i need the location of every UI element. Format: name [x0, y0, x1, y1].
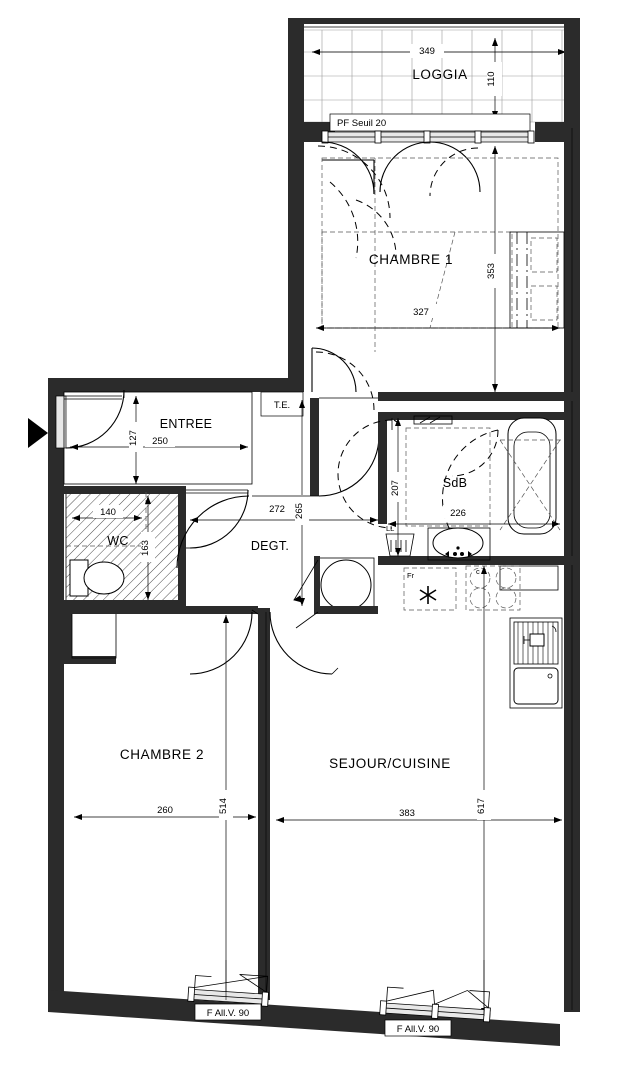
snowflake-icon — [419, 586, 437, 604]
cabinet-leader — [293, 559, 319, 629]
window-right-label: F All.V. 90 — [397, 1024, 439, 1035]
dimension-degt-width: 272 — [190, 501, 378, 523]
dimension-text-loggia-width: 349 — [419, 46, 435, 57]
room-label-wc: WC — [107, 534, 128, 548]
window-left-label: F All.V. 90 — [207, 1008, 249, 1019]
dimension-sdb-height: 207 — [390, 418, 405, 556]
entrance-arrow-marker — [28, 418, 48, 448]
window-leader-lines — [225, 960, 485, 1016]
fridge-label: Fr — [407, 571, 415, 580]
dimension-text-wc-height: 163 — [140, 540, 151, 556]
loggia-door-assembly: PF Seuil 20 — [317, 113, 535, 219]
dimension-chambre1-width: 327 — [316, 304, 560, 331]
sdb-area: SdB — [337, 392, 580, 591]
room-label-sdb: SdB — [443, 476, 468, 490]
svg-text:c: c — [476, 567, 480, 576]
round-cabinet — [314, 556, 378, 614]
dimension-text-chambre1-width: 327 — [413, 307, 429, 318]
chambre2-door[interactable] — [189, 609, 259, 675]
dimension-text-degt-height: 265 — [294, 503, 305, 519]
dimension-text-sdb-height: 207 — [390, 480, 401, 496]
dimension-entree-width: 250 — [70, 434, 248, 450]
room-label-chambre2: CHAMBRE 2 — [120, 747, 204, 762]
window-right-assembly: F All.V. 90 — [379, 986, 491, 1037]
dimension-text-chambre2-width: 260 — [157, 805, 173, 816]
te-closet: T.E. — [260, 391, 304, 417]
dimension-text-wc-width: 140 — [100, 507, 116, 518]
dimension-wc-height: 163 — [140, 496, 155, 600]
sdb-shelf — [413, 415, 453, 425]
dimension-loggia-height: 110 — [486, 38, 502, 119]
room-label-entree: ENTREE — [160, 417, 213, 431]
pf-seuil-label: PF Seuil 20 — [337, 118, 386, 129]
chambre1-area: CHAMBRE 1 327 353 — [311, 146, 565, 411]
dimension-text-chambre1-height: 353 — [486, 263, 497, 279]
entree-area: ENTREE 250 127 T.E. — [28, 389, 304, 485]
toilet-fixture — [69, 559, 125, 597]
entree-outline — [63, 391, 253, 485]
chambre2-area: CHAMBRE 2 260 514 — [64, 606, 259, 1000]
dimension-text-loggia-height: 110 — [486, 71, 497, 86]
chambre1-door-swing-dashed — [315, 181, 397, 411]
degt-door-west-swing — [176, 495, 250, 569]
dimension-text-sejour-height: 617 — [476, 798, 487, 814]
dimension-sejour-height: 617 — [476, 566, 491, 1016]
dimension-sdb-width: 226 — [388, 505, 560, 527]
dimension-chambre1-height: 353 — [486, 146, 502, 392]
room-label-loggia: LOGGIA — [412, 67, 467, 82]
sejour-door-swing[interactable] — [269, 611, 339, 675]
degt-area: DEGT. 272 265 — [176, 397, 380, 629]
dimension-entree-height: 127 — [128, 396, 143, 484]
bathtub-fixture — [499, 417, 564, 535]
room-label-degt: DEGT. — [251, 539, 289, 553]
sliding-door-panels — [321, 130, 535, 144]
wc-area: WC 140 163 — [64, 486, 249, 608]
washer-label: LL — [386, 524, 394, 533]
dimension-wc-width: 140 — [72, 505, 142, 521]
refrigerator-fixture: Fr — [403, 567, 457, 611]
dimension-text-chambre2-height: 514 — [218, 798, 229, 814]
window-left-assembly: F All.V. 90 — [187, 974, 269, 1021]
dimension-sejour-width: 383 — [276, 806, 562, 823]
degt-door-north[interactable] — [252, 397, 380, 497]
sejour-area: SEJOUR/CUISINE 383 617 — [269, 566, 562, 1016]
dimension-text-entree-width: 250 — [152, 436, 168, 447]
cooktop-fixture: c — [465, 565, 521, 611]
partition-wall — [258, 608, 270, 1000]
window-right-tag-box — [384, 1019, 452, 1037]
loggia-door-swing-dashed — [317, 145, 479, 219]
sdb-niche — [499, 565, 559, 591]
room-label-chambre1: CHAMBRE 1 — [369, 252, 453, 267]
chambre1-door-swing — [311, 347, 357, 393]
washing-machine-fixture: LL — [385, 524, 415, 557]
te-label: T.E. — [274, 400, 290, 411]
dimension-text-sejour-width: 383 — [399, 808, 415, 819]
room-label-sejour: SEJOUR/CUISINE — [329, 756, 451, 771]
wardrobe-chambre1 — [509, 231, 565, 329]
kitchen-sink-fixture — [509, 617, 563, 709]
washbasin-fixture — [427, 527, 491, 561]
dimension-text-entree-height: 127 — [128, 430, 139, 446]
window-left-tag-box — [194, 1003, 262, 1021]
dimension-loggia-width: 349 — [312, 44, 566, 58]
dimension-text-degt-width: 272 — [269, 504, 285, 515]
kitchen-zone: Fr c — [403, 565, 563, 709]
wc-door[interactable] — [186, 489, 249, 549]
dimension-text-sdb-width: 226 — [450, 508, 466, 519]
